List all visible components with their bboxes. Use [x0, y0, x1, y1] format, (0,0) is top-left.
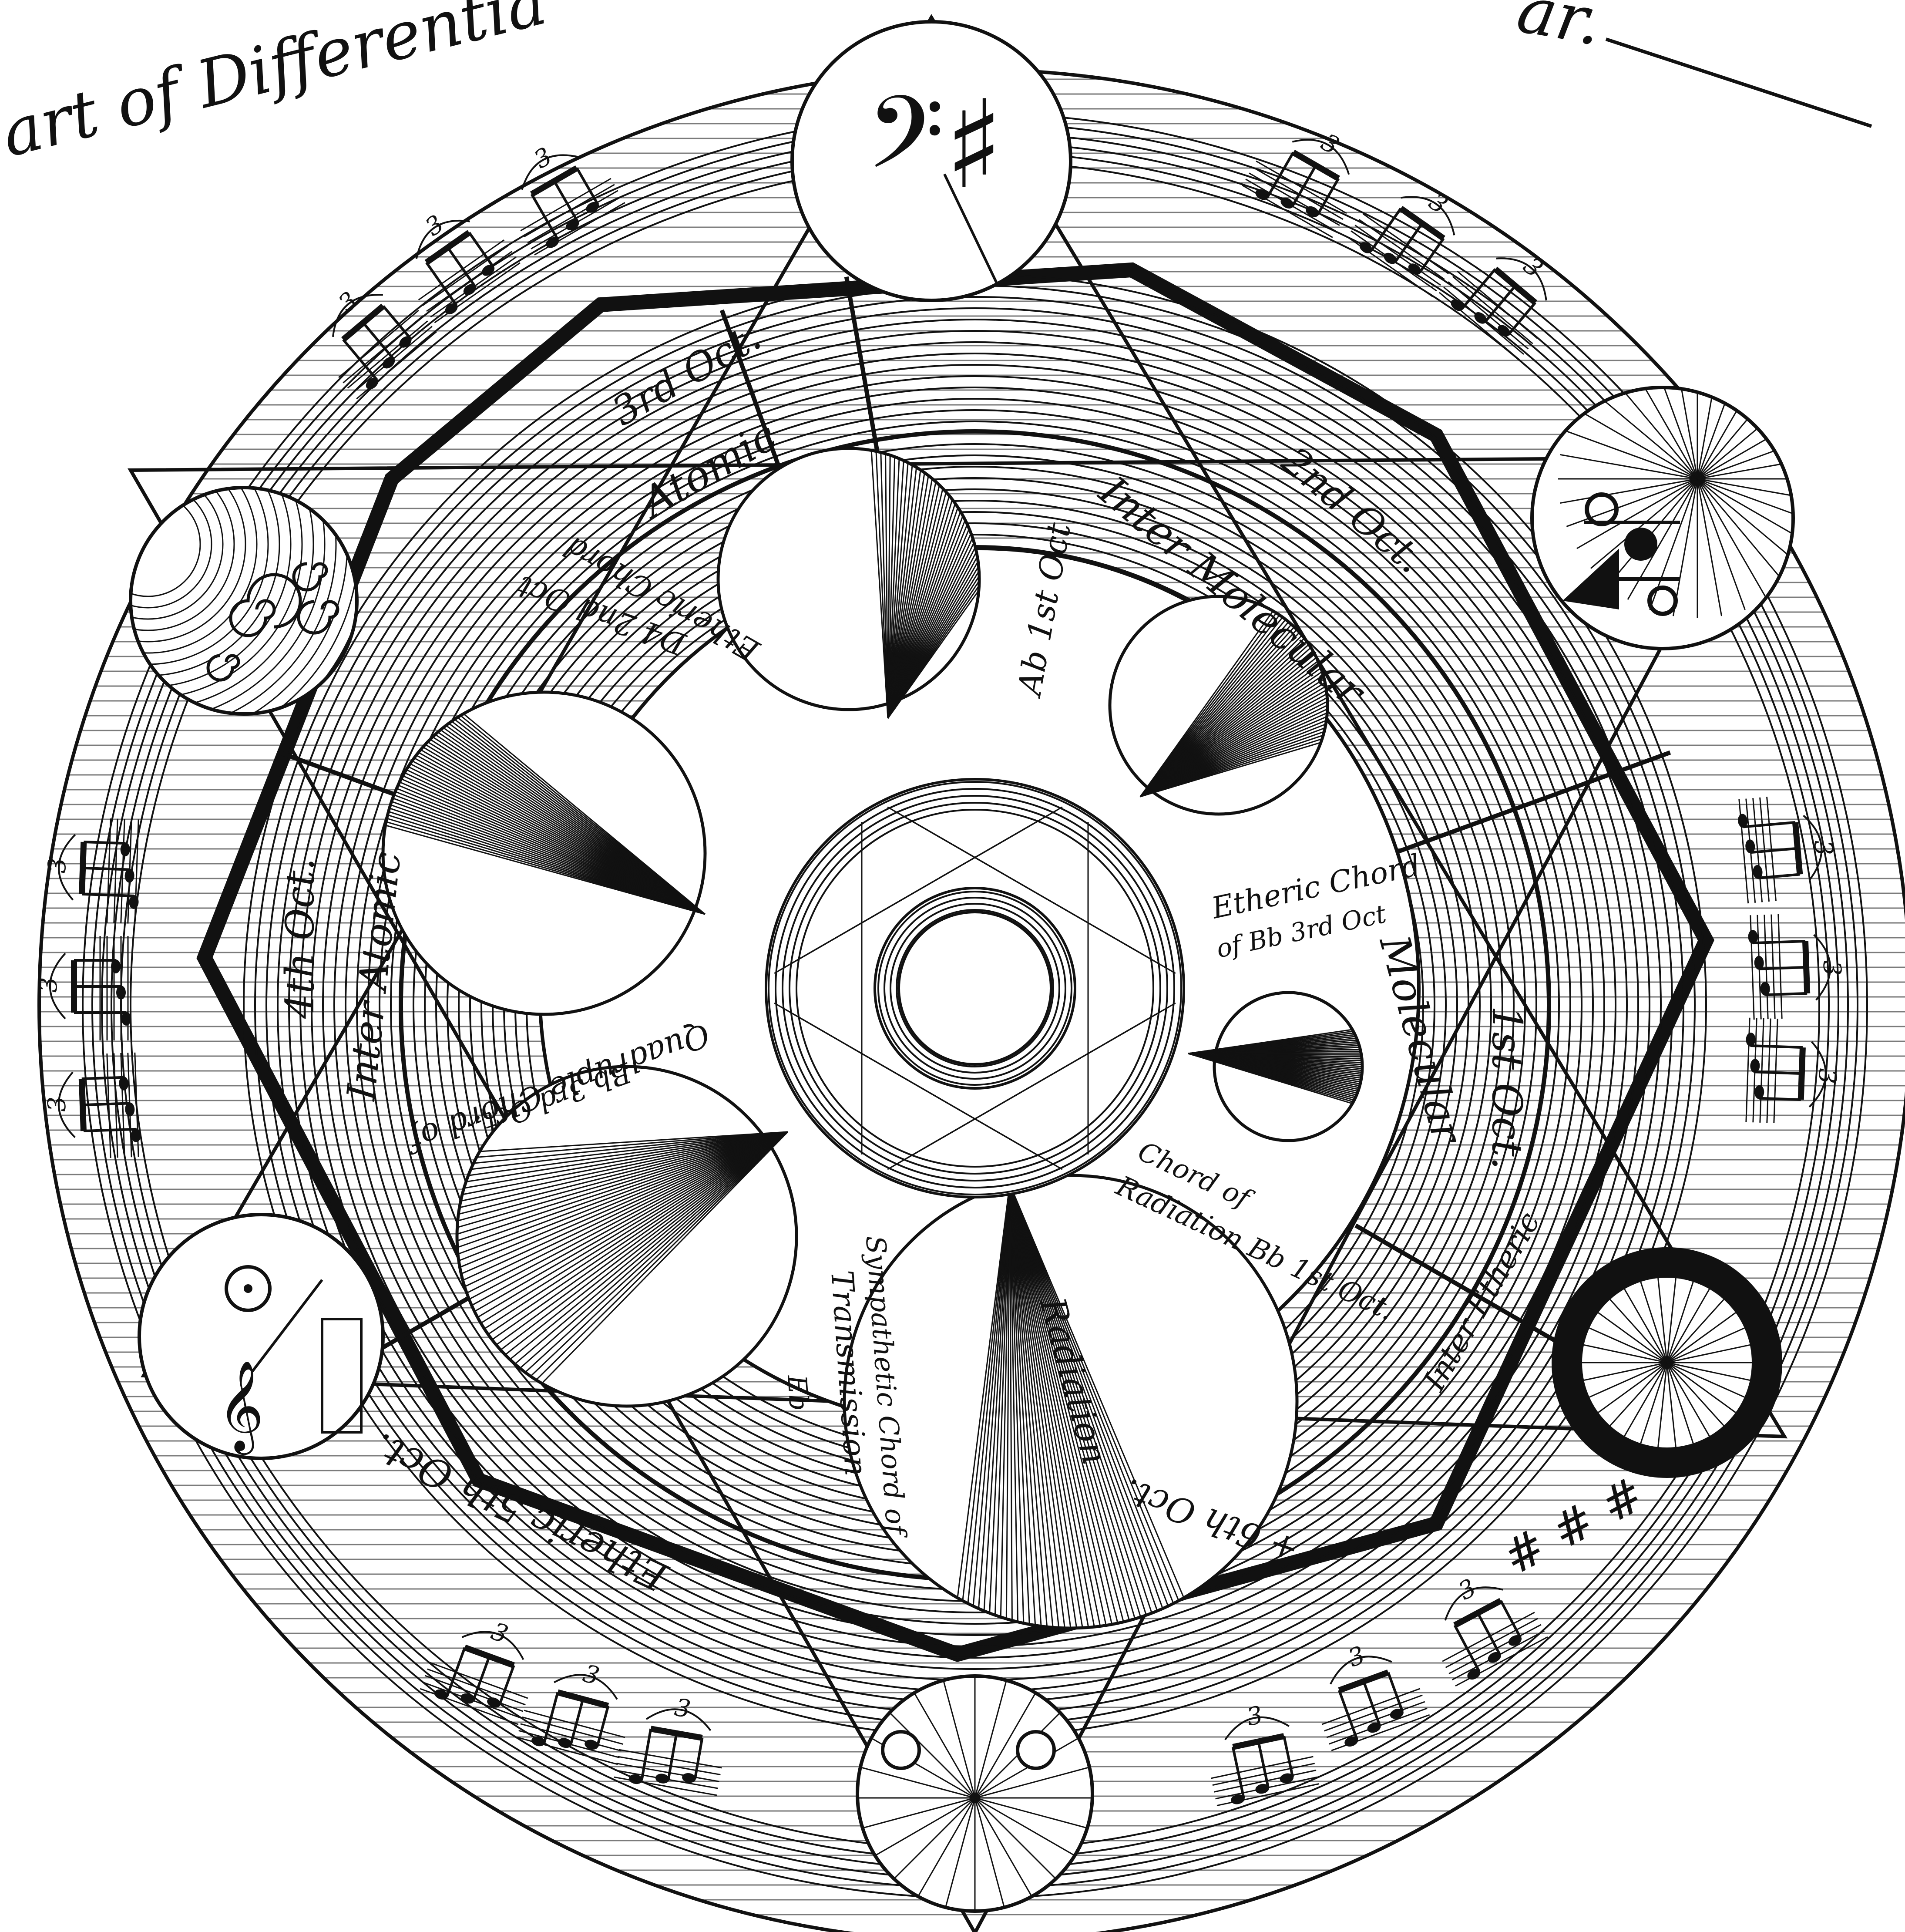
- svg-text:3: 3: [43, 1096, 71, 1112]
- note-group-8: 3: [1747, 912, 1848, 1020]
- title-fragment-right: ar.: [1512, 0, 1608, 61]
- svg-text:3: 3: [1818, 960, 1846, 976]
- note-group-12: 3: [41, 1053, 141, 1161]
- svg-text:3: 3: [1808, 839, 1838, 857]
- top-medallion: 𝄢♯: [792, 22, 1071, 300]
- svg-text:𝄞: 𝄞: [218, 1360, 264, 1455]
- svg-text:3: 3: [1454, 1574, 1481, 1606]
- pie-3: [383, 692, 705, 1014]
- label-octave-1: 1st Oct.: [1483, 1006, 1531, 1170]
- bass-clef-sharps-icon: 𝄢♯: [866, 74, 1004, 216]
- label-inter-etheric: Inter Etheric: [1416, 1206, 1547, 1397]
- bottom-medallion: [844, 1667, 1105, 1929]
- svg-text:3: 3: [1244, 1701, 1265, 1732]
- lower-right-medallion: [1567, 1262, 1767, 1463]
- note-group-3: 3: [488, 121, 627, 257]
- sharps-mark: # # #: [1494, 1466, 1653, 1586]
- note-group-13: 3: [419, 1601, 550, 1727]
- svg-text:3: 3: [1813, 1068, 1841, 1084]
- svg-text:3: 3: [43, 857, 72, 874]
- svg-text:3: 3: [34, 977, 63, 993]
- label-transmission-key: Eb: [781, 1373, 814, 1412]
- note-group-17: 3: [1300, 1627, 1431, 1754]
- label-octave-4: 4th Oct.: [277, 858, 323, 1019]
- label-inter-atomic: Inter Atomic: [338, 850, 410, 1104]
- lower-left-medallion: 𝄞: [139, 1215, 383, 1458]
- title-fragment-left: art of Differentia: [0, 0, 553, 172]
- right-medallion: [1532, 340, 1837, 649]
- note-group-2: 3: [381, 186, 522, 325]
- central-rings: [766, 779, 1184, 1197]
- svg-text:3: 3: [1424, 188, 1452, 220]
- note-group-16: 3: [1197, 1692, 1320, 1808]
- title-rule: [1606, 39, 1871, 126]
- left-medallion: [0, 322, 370, 766]
